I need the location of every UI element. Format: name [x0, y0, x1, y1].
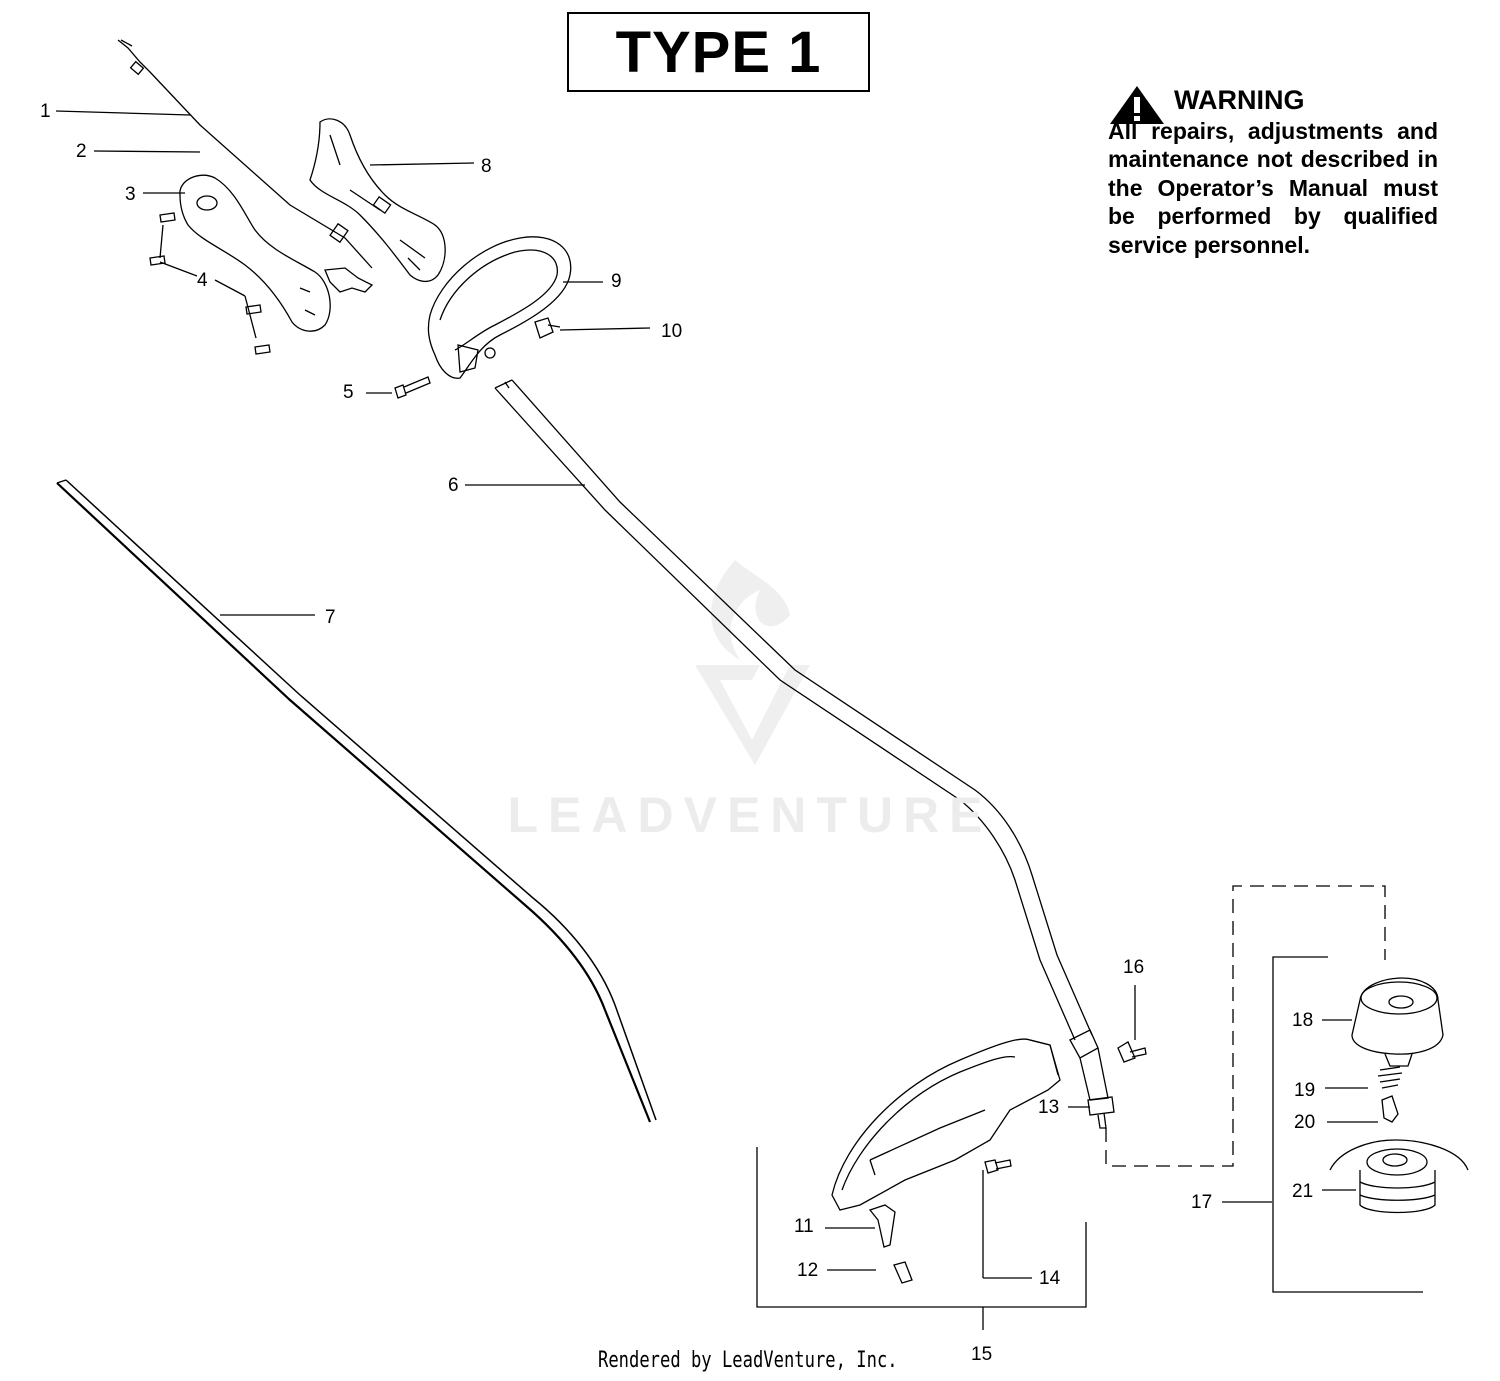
- callout-9: 9: [611, 271, 622, 292]
- callout-3: 3: [125, 184, 136, 205]
- loop-handle: [427, 236, 572, 379]
- callout-20: 20: [1294, 1112, 1316, 1133]
- assembly-brackets: [756, 885, 1423, 1330]
- flexible-drive-shaft: [56, 479, 657, 1123]
- callout-7: 7: [325, 607, 336, 628]
- diagram-title: TYPE 1: [567, 12, 870, 92]
- callout-6: 6: [448, 475, 459, 496]
- shield-screw: [984, 1159, 1012, 1174]
- callout-21: 21: [1292, 1181, 1314, 1202]
- throttle-trigger: [324, 267, 374, 293]
- warning-heading: WARNING: [1108, 86, 1438, 115]
- handle-half-right: [309, 118, 446, 283]
- trimmer-shield: [831, 1038, 1061, 1211]
- warning-text: All repairs, adjustments and maintenance…: [1108, 117, 1438, 258]
- callout-14: 14: [1039, 1268, 1061, 1289]
- handle-half-left: [179, 174, 331, 332]
- leadventure-logo-icon: [695, 560, 810, 765]
- rendered-by-footer: Rendered by LeadVenture, Inc.: [598, 1348, 898, 1373]
- clamp-wing-nut: [1117, 1041, 1147, 1063]
- callout-2: 2: [76, 141, 87, 162]
- warning-notice: WARNING All repairs, adjustments and mai…: [1108, 86, 1438, 259]
- callout-17: 17: [1191, 1192, 1213, 1213]
- handle-bolt: [394, 376, 431, 399]
- callout-11: 11: [794, 1216, 814, 1237]
- warning-triangle-icon: [1110, 86, 1164, 124]
- line-cutter-blade: [868, 1204, 896, 1248]
- callout-18: 18: [1292, 1010, 1314, 1031]
- callout-1: 1: [40, 101, 51, 122]
- callout-12: 12: [797, 1260, 819, 1281]
- throttle-cable: [117, 39, 373, 269]
- drive-shaft-tube: [494, 379, 1115, 1129]
- line-spool: [1329, 1139, 1469, 1214]
- blade-screw: [893, 1261, 913, 1284]
- spool-retainer: [1381, 1095, 1399, 1123]
- wing-nut: [534, 317, 561, 339]
- callout-5: 5: [343, 382, 354, 403]
- callout-13: 13: [1038, 1097, 1060, 1118]
- callout-19: 19: [1294, 1080, 1316, 1101]
- leader-lines: [55, 110, 1378, 1279]
- callout-15: 15: [971, 1344, 993, 1365]
- callout-16: 16: [1123, 957, 1145, 978]
- handle-screws: [149, 212, 271, 355]
- spool-spring: [1377, 1066, 1403, 1089]
- warning-heading-text: WARNING: [1174, 85, 1305, 115]
- watermark-text: LEADVENTURE: [507, 787, 993, 843]
- callout-8: 8: [481, 156, 492, 177]
- callout-10: 10: [661, 321, 683, 342]
- callout-4: 4: [197, 270, 208, 291]
- spool-cover: [1351, 977, 1444, 1067]
